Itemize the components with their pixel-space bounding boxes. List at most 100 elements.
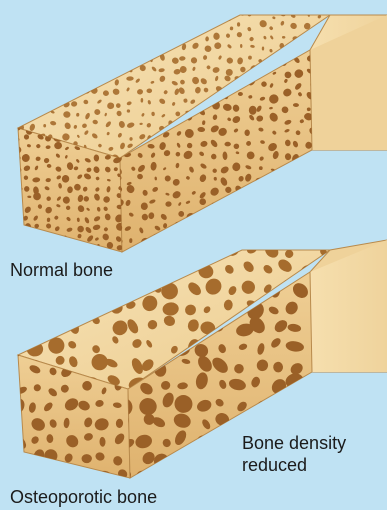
pore [68, 242, 86, 257]
pore [147, 45, 152, 50]
pore [33, 234, 40, 242]
normal-bone-label: Normal bone [10, 259, 113, 281]
pore [18, 76, 22, 80]
pore [202, 242, 219, 258]
pore [116, 54, 126, 64]
pore [14, 244, 25, 254]
pore [91, 34, 97, 40]
pore [28, 109, 35, 117]
pore [194, 23, 199, 27]
pore [15, 172, 21, 180]
pore [37, 32, 45, 38]
pore [128, 251, 134, 257]
pore [49, 19, 55, 26]
pore [128, 286, 138, 296]
pore [282, 234, 292, 244]
pore [127, 36, 134, 43]
pore [107, 54, 111, 59]
pore [75, 77, 80, 81]
pore [296, 203, 301, 210]
pore [236, 420, 243, 430]
pore [31, 103, 35, 107]
pore [141, 45, 146, 51]
pore [70, 21, 79, 30]
pore [248, 200, 255, 207]
pore [163, 246, 169, 254]
pore [140, 27, 144, 31]
pore [296, 44, 301, 49]
pore [196, 473, 210, 487]
pore [308, 233, 317, 243]
pore [60, 23, 66, 29]
pore [106, 34, 110, 37]
pore [128, 9, 135, 16]
pore [212, 246, 220, 254]
pore [40, 100, 47, 108]
pore [50, 46, 56, 51]
pore [323, 157, 329, 162]
pore [140, 260, 156, 276]
pore [242, 186, 252, 196]
pore [212, 237, 220, 244]
pore [73, 10, 79, 16]
normal-bone-block [12, 9, 387, 261]
osteoporotic-bone-label: Osteoporotic bone [10, 486, 157, 508]
pore [40, 80, 48, 88]
pore [177, 247, 182, 252]
pore [33, 320, 46, 333]
pore [272, 418, 283, 431]
pore [41, 55, 50, 64]
pore [291, 394, 301, 405]
pore [130, 44, 137, 51]
pore [20, 68, 24, 72]
pore [148, 247, 156, 253]
pore [78, 22, 87, 31]
pore [59, 88, 68, 97]
pore [62, 58, 69, 65]
pore [305, 210, 313, 218]
pore [93, 25, 98, 31]
pore [111, 277, 122, 289]
pore [31, 298, 43, 310]
pore [137, 32, 142, 38]
pore [30, 467, 42, 479]
pore [113, 45, 122, 54]
pore [104, 45, 110, 51]
pore [270, 202, 276, 208]
pore [294, 210, 301, 217]
pore [293, 186, 300, 193]
pore [201, 221, 209, 230]
pore [132, 258, 141, 270]
pore [160, 263, 173, 276]
pore [211, 227, 220, 236]
pore [305, 178, 312, 186]
pore [28, 80, 36, 88]
pore [91, 55, 100, 64]
pore [268, 177, 274, 183]
pore [260, 227, 266, 233]
pore [193, 11, 199, 17]
pore [12, 193, 20, 199]
pore [160, 260, 176, 276]
pore [298, 239, 303, 246]
pore [113, 259, 134, 280]
pore [63, 17, 68, 21]
pore [225, 227, 231, 233]
pore [39, 23, 46, 29]
pore [159, 9, 168, 18]
bone-density-label-line2: reduced [242, 454, 382, 476]
pore [42, 14, 46, 18]
pore [210, 433, 231, 453]
pore [28, 64, 35, 72]
pore [44, 246, 52, 252]
pore [48, 57, 52, 61]
pore [238, 92, 243, 96]
pore [269, 69, 273, 72]
pore [184, 20, 190, 28]
pore [243, 220, 254, 231]
pore [101, 12, 107, 18]
pore [18, 25, 25, 31]
pore [29, 34, 37, 41]
pore [66, 243, 74, 251]
pore [126, 58, 132, 64]
